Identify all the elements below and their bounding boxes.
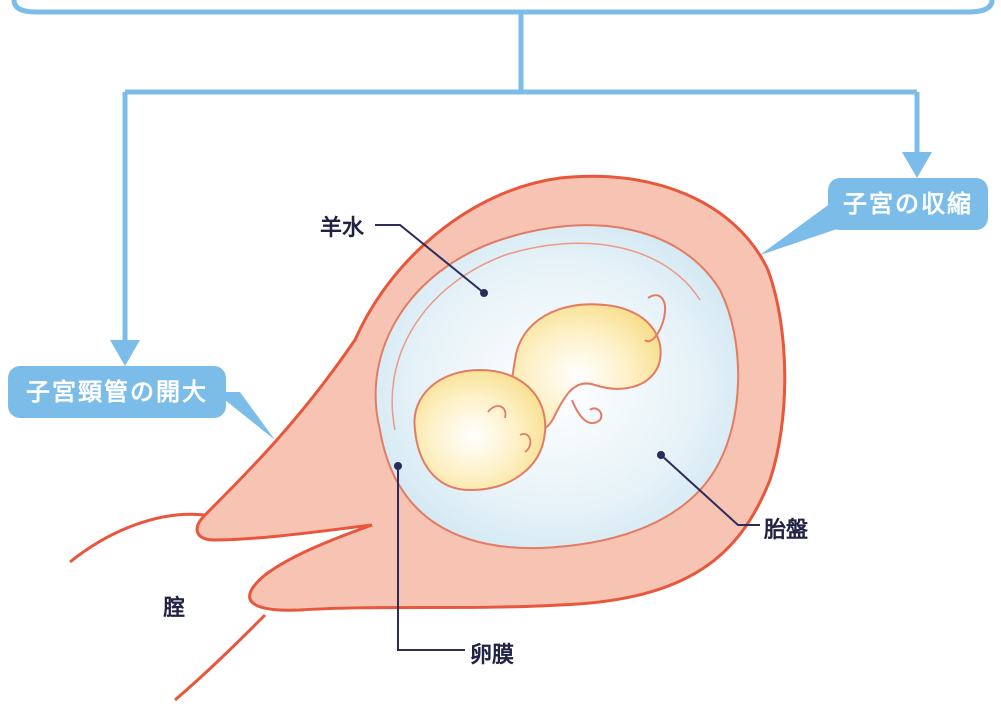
dot-amniotic-fluid bbox=[480, 289, 488, 297]
vaginal-wall-lower bbox=[175, 615, 265, 700]
callout-cervical-dilation: 子宮頸管の開大 bbox=[8, 366, 226, 418]
vaginal-wall-upper bbox=[70, 514, 205, 562]
label-amniotic-fluid: 羊水 bbox=[320, 210, 364, 242]
top-box-border bbox=[14, 0, 992, 12]
arrow-down-right-icon bbox=[902, 152, 932, 178]
label-placenta: 胎盤 bbox=[764, 512, 808, 544]
label-fetal-membrane: 卵膜 bbox=[470, 637, 514, 669]
dot-placenta bbox=[657, 451, 665, 459]
arrow-down-left-icon bbox=[110, 340, 140, 366]
callout-uterine-contraction: 子宮の収縮 bbox=[828, 178, 988, 230]
dot-fetal-membrane bbox=[394, 462, 402, 470]
label-vagina: 腟 bbox=[163, 590, 185, 622]
fetus-head bbox=[414, 370, 545, 490]
